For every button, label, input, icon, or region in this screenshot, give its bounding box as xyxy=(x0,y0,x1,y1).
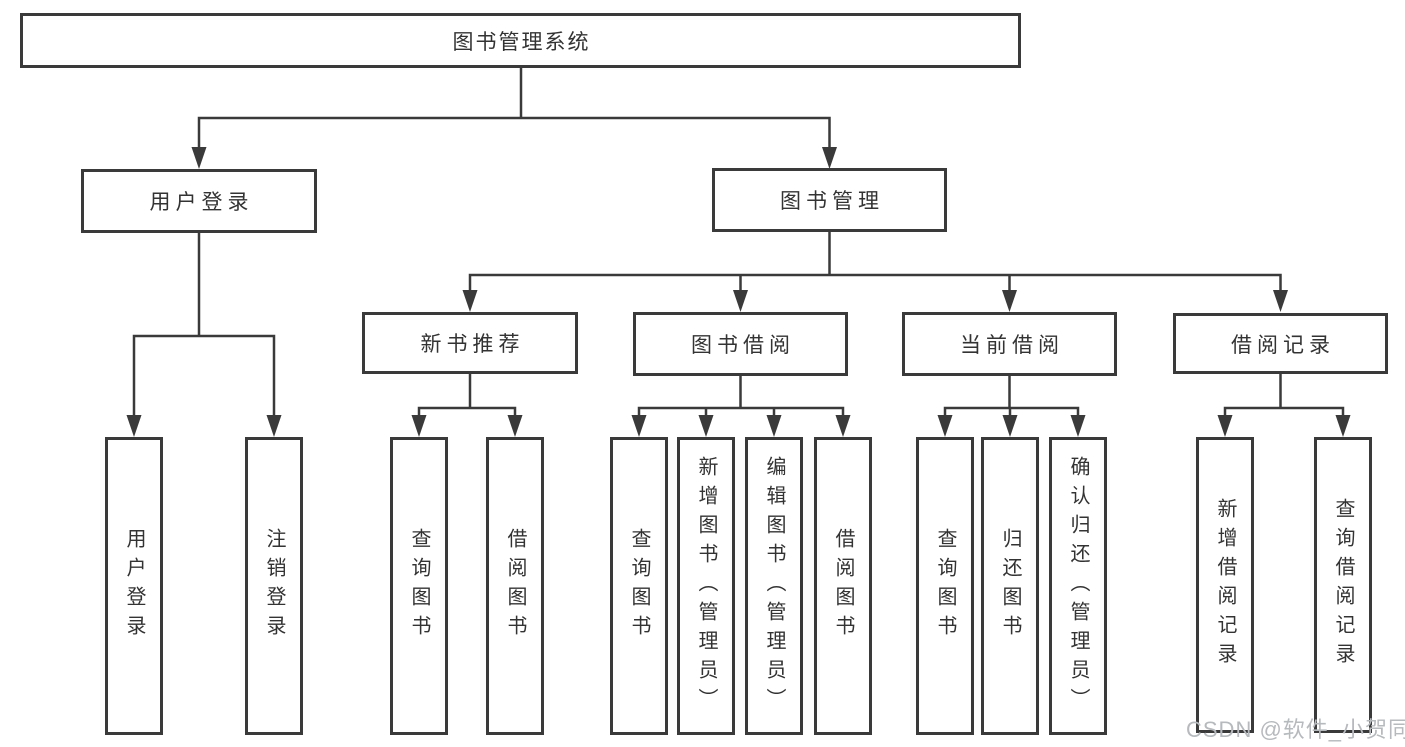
leaf-query-book-2-label: 查询图书 xyxy=(628,528,650,644)
node-book-borrow: 图书借阅 xyxy=(633,312,848,376)
borrow-record-branch xyxy=(1217,372,1351,437)
leaf-return-book: 归还图书 xyxy=(981,437,1039,735)
node-borrow-record: 借阅记录 xyxy=(1173,313,1388,374)
node-current-borrow: 当前借阅 xyxy=(902,312,1117,376)
leaf-user-login-label: 用户登录 xyxy=(123,528,145,644)
node-new-book-recommend-label: 新书推荐 xyxy=(420,333,525,356)
node-borrow-record-label: 借阅记录 xyxy=(1231,333,1335,357)
csdn-watermark: CSDN @软件_小贺同学 xyxy=(1186,717,1405,742)
node-root: 图书管理系统 xyxy=(20,13,1021,68)
leaf-query-book-1: 查询图书 xyxy=(390,437,448,735)
leaf-add-book-admin: 新增图书（管理员） xyxy=(677,437,735,735)
root-branch xyxy=(191,66,837,169)
leaf-add-borrow-record-label: 新增借阅记录 xyxy=(1214,498,1236,672)
leaf-borrow-book-1: 借阅图书 xyxy=(486,437,544,735)
node-book-mgmt: 图书管理 xyxy=(712,168,947,232)
leaf-query-book-1-label: 查询图书 xyxy=(408,528,430,644)
user-login-branch xyxy=(126,231,282,437)
leaf-query-book-3-label: 查询图书 xyxy=(934,528,956,644)
leaf-confirm-return-admin-label: 确认归还（管理员） xyxy=(1067,455,1089,717)
leaf-query-borrow-record-label: 查询借阅记录 xyxy=(1332,498,1354,672)
leaf-edit-book-admin-label: 编辑图书（管理员） xyxy=(763,455,785,717)
leaf-add-book-admin-label: 新增图书（管理员） xyxy=(695,455,717,717)
node-user-login: 用户登录 xyxy=(81,169,317,233)
leaf-query-borrow-record: 查询借阅记录 xyxy=(1314,437,1372,733)
node-current-borrow-label: 当前借阅 xyxy=(960,334,1064,357)
current-borrow-branch xyxy=(937,372,1086,437)
leaf-add-borrow-record: 新增借阅记录 xyxy=(1196,437,1254,733)
leaf-query-book-2: 查询图书 xyxy=(610,437,668,735)
book-mgmt-branch xyxy=(462,230,1288,312)
leaf-borrow-book-2: 借阅图书 xyxy=(814,437,872,735)
node-user-login-label: 用户登录 xyxy=(149,191,254,214)
node-book-borrow-label: 图书借阅 xyxy=(691,334,795,357)
node-new-book-recommend: 新书推荐 xyxy=(362,312,578,374)
leaf-borrow-book-1-label: 借阅图书 xyxy=(504,528,526,644)
leaf-borrow-book-2-label: 借阅图书 xyxy=(832,528,854,644)
book-borrow-branch xyxy=(631,372,851,437)
new-book-branch xyxy=(411,372,523,437)
node-book-mgmt-label: 图书管理 xyxy=(780,190,884,213)
leaf-user-login: 用户登录 xyxy=(105,437,163,735)
leaf-query-book-3: 查询图书 xyxy=(916,437,974,735)
leaf-logout: 注销登录 xyxy=(245,437,303,735)
node-root-label: 图书管理系统 xyxy=(452,30,591,54)
leaf-edit-book-admin: 编辑图书（管理员） xyxy=(745,437,803,735)
leaf-return-book-label: 归还图书 xyxy=(999,528,1021,644)
leaf-confirm-return-admin: 确认归还（管理员） xyxy=(1049,437,1107,735)
leaf-logout-label: 注销登录 xyxy=(263,528,285,644)
